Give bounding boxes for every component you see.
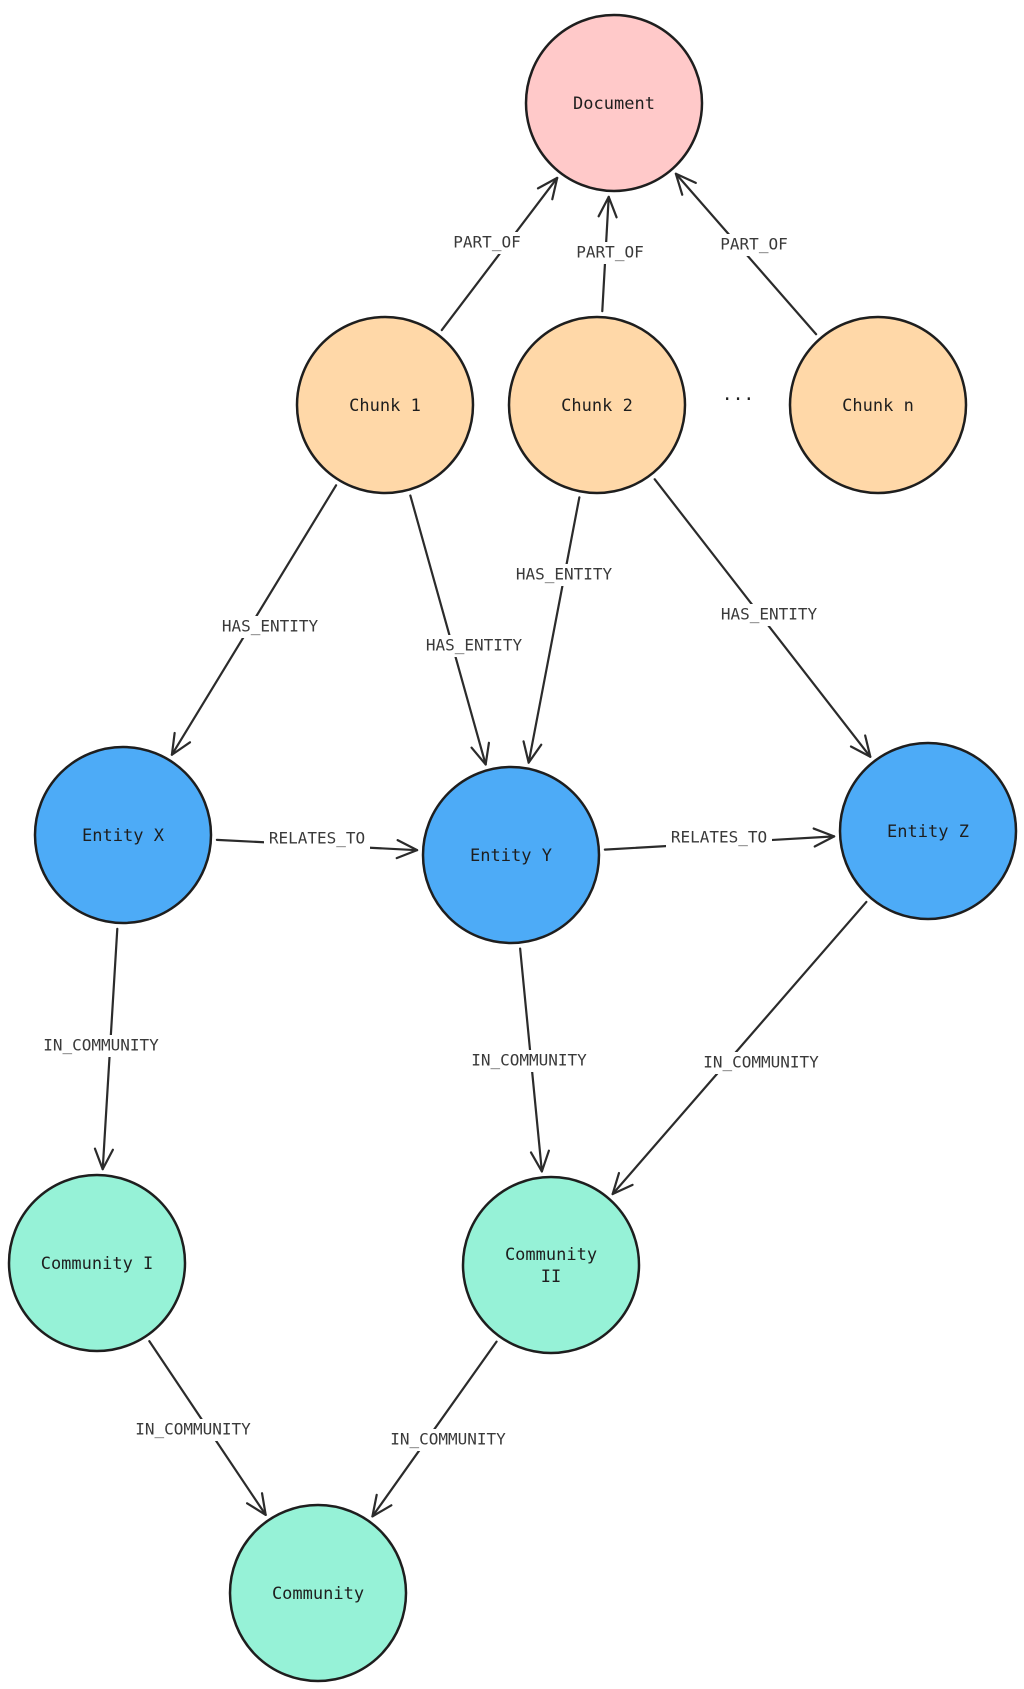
edge-label: IN_COMMUNITY xyxy=(135,1420,251,1439)
node-chunk2: Chunk 2 xyxy=(507,315,687,495)
edge-label: RELATES_TO xyxy=(671,828,767,847)
node-community1: Community I xyxy=(7,1173,187,1353)
arrow-head-icon xyxy=(597,195,618,219)
edge-chunkn-to-document: PART_OF xyxy=(674,172,818,336)
edge-entityX-to-entityY: RELATES_TO xyxy=(215,828,419,860)
community-node-circle xyxy=(228,1503,408,1683)
edge-label-background xyxy=(38,1035,164,1057)
edge-chunk2-to-entityY: HAS_ENTITY xyxy=(511,496,617,764)
node-community: Community xyxy=(228,1503,408,1683)
node-label: Community xyxy=(272,1584,364,1604)
document-node-circle xyxy=(524,13,704,193)
node-label: Chunk 2 xyxy=(561,396,633,416)
chunk-node-circle xyxy=(295,315,475,495)
node-entityX: Entity X xyxy=(33,745,213,925)
arrow-head-icon xyxy=(812,827,836,848)
node-document: Document xyxy=(524,13,704,193)
node-entityZ: Entity Z xyxy=(838,741,1018,921)
arrow-head-icon xyxy=(522,740,543,764)
community-node-circle xyxy=(461,1175,641,1355)
node-label: Entity X xyxy=(82,826,165,846)
node-label: Community xyxy=(505,1245,597,1265)
edge-label-background xyxy=(666,827,772,849)
arrow-head-icon xyxy=(395,839,419,860)
edge-label: RELATES_TO xyxy=(269,829,365,848)
arrow-head-icon xyxy=(93,1147,114,1171)
edge-label: PART_OF xyxy=(576,243,643,262)
edge-label: PART_OF xyxy=(720,235,787,254)
node-label: Document xyxy=(573,94,655,114)
node-label: Community I xyxy=(41,1254,154,1274)
arrow-head-icon xyxy=(245,1492,267,1516)
edge-entityY-to-entityZ: RELATES_TO xyxy=(603,827,836,851)
edge-label-background xyxy=(715,234,793,256)
edge-label-background xyxy=(217,616,323,638)
arrow-head-icon xyxy=(536,176,559,201)
edge-label-background xyxy=(264,828,370,850)
edge-label: IN_COMMUNITY xyxy=(471,1051,587,1070)
edge-label-background xyxy=(716,604,822,626)
edge-entityY-to-community2: IN_COMMUNITY xyxy=(466,947,592,1173)
edge-line xyxy=(611,900,868,1196)
edge-line xyxy=(527,496,581,764)
edge-label-background xyxy=(448,232,526,254)
entity-node-circle xyxy=(421,765,601,945)
node-label: Chunk 1 xyxy=(349,396,421,416)
node-label: Entity Y xyxy=(470,846,552,866)
edge-entityX-to-community1: IN_COMMUNITY xyxy=(38,927,164,1171)
edge-label: HAS_ENTITY xyxy=(721,605,818,624)
community-node-circle xyxy=(7,1173,187,1353)
edge-label: IN_COMMUNITY xyxy=(43,1036,159,1055)
edge-label-background xyxy=(130,1419,256,1441)
arrow-head-icon xyxy=(470,741,491,766)
arrow-head-icon xyxy=(849,734,872,758)
edge-chunk2-to-entityZ: HAS_ENTITY xyxy=(653,478,872,758)
edge-community1-to-community: IN_COMMUNITY xyxy=(130,1340,267,1516)
entity-node-circle xyxy=(838,741,1018,921)
edge-label: IN_COMMUNITY xyxy=(390,1430,506,1449)
arrow-head-icon xyxy=(529,1149,550,1173)
edge-label: HAS_ENTITY xyxy=(222,617,319,636)
node-label: Chunk n xyxy=(842,396,914,416)
edge-label-background xyxy=(698,1052,824,1074)
arrow-head-icon xyxy=(170,731,192,756)
edges-layer: PART_OF PART_OF PART_OF HAS_ENTITY HAS_ENTIT… xyxy=(38,172,872,1518)
node-label: II xyxy=(541,1267,561,1287)
edge-chunk1-to-entityY: HAS_ENTITY xyxy=(409,494,527,766)
node-label: Entity Z xyxy=(887,822,969,842)
edge-label-background xyxy=(571,242,649,264)
chunk-node-circle xyxy=(507,315,687,495)
edge-chunk1-to-document: PART_OF xyxy=(440,176,559,332)
chunk-ellipsis: ... xyxy=(722,384,755,405)
edge-chunk2-to-document: PART_OF xyxy=(571,195,649,313)
node-chunkn: Chunk n xyxy=(788,315,968,495)
edge-entityZ-to-community2: IN_COMMUNITY xyxy=(611,900,868,1196)
edge-label-background xyxy=(511,564,617,586)
node-chunk1: Chunk 1 xyxy=(295,315,475,495)
edge-community2-to-community: IN_COMMUNITY xyxy=(371,1340,511,1518)
edge-label-background xyxy=(466,1050,592,1072)
edge-line xyxy=(409,494,487,766)
edge-label: IN_COMMUNITY xyxy=(703,1053,819,1072)
edge-label: PART_OF xyxy=(453,233,520,252)
edge-label: HAS_ENTITY xyxy=(426,636,523,655)
edge-label-background xyxy=(385,1429,511,1451)
edge-label-background xyxy=(421,635,527,657)
edge-label: HAS_ENTITY xyxy=(516,565,613,584)
entity-node-circle xyxy=(33,745,213,925)
edge-chunk1-to-entityX: HAS_ENTITY xyxy=(170,484,338,756)
chunk-node-circle xyxy=(788,315,968,495)
arrow-head-icon xyxy=(371,1493,393,1518)
arrow-head-icon xyxy=(611,1171,634,1196)
arrow-head-icon xyxy=(674,172,697,196)
node-entityY: Entity Y xyxy=(421,765,601,945)
